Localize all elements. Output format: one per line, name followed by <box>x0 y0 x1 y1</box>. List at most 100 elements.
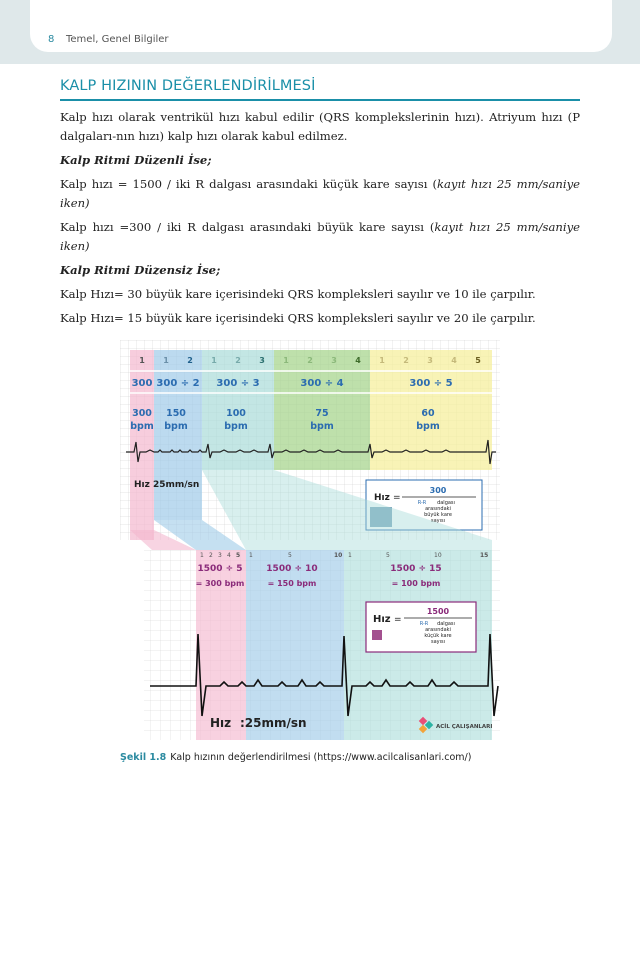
top-rate: 60 <box>421 408 435 419</box>
paragraph-small-squares: Kalp hızı = 1500 / iki R dalgası arasınd… <box>60 175 580 213</box>
bottom-square-numbers: 1 2 3 4 5 1 5 10 1 5 10 15 <box>200 552 488 559</box>
bottom-num: 1 <box>200 552 204 559</box>
top-num: 4 <box>451 356 457 365</box>
top-legend-eq: = <box>393 493 401 503</box>
zone-3 <box>202 350 274 470</box>
top-num: 3 <box>259 356 265 365</box>
section-title: KALP HIZININ DEĞERLENDİRİLMESİ <box>60 78 316 94</box>
top-num: 2 <box>403 356 409 365</box>
top-num: 1 <box>139 356 145 365</box>
running-title: Temel, Genel Bilgiler <box>66 34 169 45</box>
top-num: 1 <box>211 356 217 365</box>
bottom-num: 15 <box>480 552 488 559</box>
top-legend-swatch <box>370 507 392 527</box>
top-num: 3 <box>427 356 433 365</box>
heading-irregular-rhythm: Kalp Ritmi Düzensiz İse; <box>60 263 221 277</box>
top-formulas: 300 300 ÷ 2 300 ÷ 3 300 ÷ 4 300 ÷ 5 <box>132 378 453 389</box>
paragraph-15-squares: Kalp Hızı= 15 büyük kare içerisindeki QR… <box>60 311 536 325</box>
top-rate: 75 <box>315 408 328 419</box>
top-rate: 300 <box>132 408 152 419</box>
top-legend-rr: R-R <box>418 500 427 506</box>
top-bpm: bpm <box>164 421 188 432</box>
top-formula: 300 <box>132 378 153 389</box>
bottom-legend-lhs: Hız <box>373 614 391 625</box>
top-speed-label: Hız 25mm/sn <box>134 480 199 490</box>
bottom-num: 5 <box>288 552 292 559</box>
top-rate: 100 <box>226 408 246 419</box>
paragraph-intro: Kalp hızı olarak ventrikül hızı kabul ed… <box>60 110 580 143</box>
bottom-num: 10 <box>334 552 342 559</box>
top-legend-d2: arasındaki <box>425 506 451 512</box>
caption-label: Şekil 1.8 <box>120 752 167 763</box>
formula-big-text: Kalp hızı =300 / iki R dalgası arasındak… <box>60 220 435 234</box>
bottom-speed-label: Hız <box>210 716 231 730</box>
zone-4 <box>274 350 370 470</box>
bottom-legend-box <box>365 601 477 653</box>
connector-teal <box>202 470 492 550</box>
zone-1 <box>130 350 154 540</box>
top-num: 2 <box>307 356 313 365</box>
top-num: 3 <box>331 356 337 365</box>
bottom-num: 5 <box>386 552 390 559</box>
bottom-legend-rr: R-R <box>420 621 429 627</box>
zone-2 <box>154 350 202 520</box>
bottom-ecg-trace <box>150 633 499 717</box>
top-formula: 300 ÷ 3 <box>216 378 259 389</box>
bottom-legend-d1: dalgası <box>437 621 455 627</box>
top-legend-d4: sayısı <box>431 518 445 524</box>
paragraph-30-squares: Kalp Hızı= 30 büyük kare içerisindeki QR… <box>60 287 536 301</box>
top-num: 1 <box>163 356 169 365</box>
ecg-figure-svg: 1 1 2 1 2 3 1 2 3 4 1 2 3 4 5 300 300 ÷ … <box>120 340 500 740</box>
top-formula: 300 ÷ 2 <box>156 378 199 389</box>
top-legend-numerator: 300 <box>430 486 447 495</box>
top-ecg-trace <box>126 439 496 465</box>
logo-diamond-3 <box>418 724 428 734</box>
bottom-formula: 1500 ÷ 15 <box>390 564 441 574</box>
top-formula: 300 ÷ 4 <box>300 378 343 389</box>
top-legend-d1: dalgası <box>437 500 455 506</box>
bottom-zone-blue <box>246 550 344 740</box>
bottom-zone-pink <box>196 550 246 740</box>
top-bpm: bpm <box>310 421 334 432</box>
top-bpm: bpm <box>130 421 154 432</box>
bottom-legend-numerator: 1500 <box>427 607 450 616</box>
bottom-legend-swatch <box>372 630 382 640</box>
top-formula: 300 ÷ 5 <box>409 378 452 389</box>
top-rate: 150 <box>166 408 186 419</box>
connector-pink <box>130 530 196 550</box>
top-num: 4 <box>355 356 361 365</box>
title-rule <box>60 99 580 101</box>
zone-5 <box>370 350 492 470</box>
heading-regular-rhythm: Kalp Ritmi Düzenli İse; <box>60 153 212 167</box>
top-bpm: bpm <box>224 421 248 432</box>
top-bpm: bpm <box>416 421 440 432</box>
bottom-legend-d4: sayısı <box>431 639 445 645</box>
top-legend-d3: büyük kare <box>424 512 452 518</box>
logo-text: ACİL ÇALIŞANLARI <box>436 723 492 730</box>
bottom-formulas: 1500 ÷ 5 1500 ÷ 10 1500 ÷ 15 <box>197 564 441 574</box>
page-number: 8 <box>48 34 55 45</box>
paragraph-big-squares: Kalp hızı =300 / iki R dalgası arasındak… <box>60 218 580 256</box>
bottom-num: 3 <box>218 552 222 559</box>
bottom-formula: 1500 ÷ 10 <box>266 564 317 574</box>
bottom-legend-d3: küçük kare <box>424 633 451 639</box>
bottom-legend-d2: arasındaki <box>425 627 451 633</box>
bottom-rate: = 300 bpm <box>196 579 245 588</box>
ecg-figure: 1 1 2 1 2 3 1 2 3 4 1 2 3 4 5 300 300 ÷ … <box>120 340 500 740</box>
top-rates: 300 150 100 75 60 bpm bpm bpm bpm bpm <box>130 408 440 432</box>
formula-big-note: kayıt hızı 25 mm/saniye iken) <box>60 220 580 253</box>
bottom-num: 5 <box>236 552 240 559</box>
bottom-speed-value: :25mm/sn <box>240 716 307 730</box>
bottom-num: 10 <box>434 552 442 559</box>
bottom-formula: 1500 ÷ 5 <box>197 564 242 574</box>
top-num: 1 <box>283 356 289 365</box>
top-num: 5 <box>475 356 481 365</box>
header-card <box>30 0 612 52</box>
body-text: Kalp hızı olarak ventrikül hızı kabul ed… <box>60 108 580 333</box>
bottom-num: 2 <box>209 552 213 559</box>
logo-diamond-1 <box>418 716 428 726</box>
bottom-num: 1 <box>348 552 352 559</box>
top-square-numbers: 1 1 2 1 2 3 1 2 3 4 1 2 3 4 5 <box>139 356 481 365</box>
bottom-rate: = 150 bpm <box>268 579 317 588</box>
